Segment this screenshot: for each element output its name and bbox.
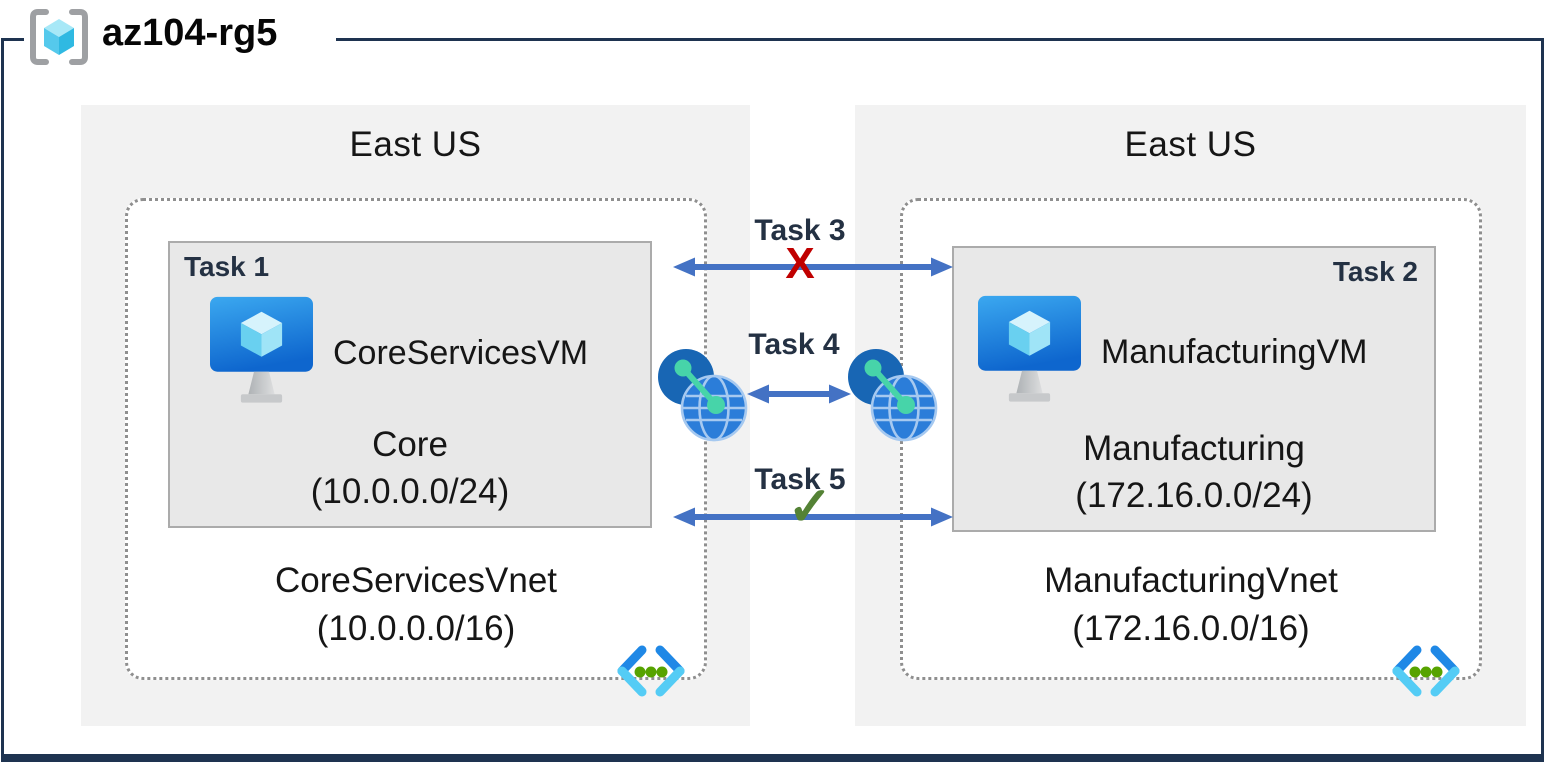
vm-row: CoreServicesVM [210, 295, 644, 411]
resource-group-border [1, 38, 1544, 762]
task1-label: Task 1 [184, 251, 270, 282]
region-east-us-left: East US Task 1 [81, 105, 750, 726]
subnet-name-block: Core (10.0.0.0/24) [170, 421, 650, 516]
vnet-label-block: CoreServicesVnet (10.0.0.0/16) [128, 557, 704, 654]
subnet-cidr: (10.0.0.0/24) [310, 472, 510, 512]
vnet-name: ManufacturingVnet [1044, 561, 1338, 600]
check-icon: ✓ [787, 477, 833, 537]
subnet-name: Manufacturing [1083, 428, 1305, 468]
vnet-cidr: (10.0.0.0/16) [316, 609, 516, 649]
resource-group-icon [30, 9, 88, 65]
resource-group-title: az104-rg5 [102, 12, 278, 54]
task2-label: Task 2 [1332, 256, 1418, 287]
subnet-name-block: Manufacturing (172.16.0.0/24) [954, 425, 1434, 520]
vm-name: ManufacturingVM [1101, 332, 1368, 371]
header-mask [24, 20, 336, 60]
task5-label: Task 5 [754, 463, 846, 496]
virtual-network-icon [1392, 645, 1460, 697]
virtual-machine-icon [978, 295, 1081, 402]
vnet-label-block: ManufacturingVnet (172.16.0.0/16) [903, 557, 1479, 654]
vnet-name: CoreServicesVnet [274, 561, 558, 600]
subnet-core: Task 1 [168, 241, 652, 528]
blocked-x-icon: X [785, 239, 815, 288]
vnet-manufacturing: Task 2 [900, 198, 1482, 697]
subnet-name: Core [372, 424, 448, 464]
task3-label: Task 3 [754, 214, 846, 247]
region-title: East US [1124, 125, 1257, 164]
virtual-machine-icon [210, 296, 313, 403]
network-peering-icon [848, 349, 938, 442]
vnet-coreservices: Task 1 [125, 198, 707, 697]
network-peering-icon [658, 349, 748, 442]
virtual-network-icon [617, 645, 685, 697]
vm-row: ManufacturingVM [978, 294, 1428, 410]
subnet-cidr: (172.16.0.0/24) [1075, 476, 1313, 516]
vnet-cidr: (172.16.0.0/16) [1072, 609, 1310, 649]
region-title: East US [349, 125, 482, 164]
subnet-manufacturing: Task 2 [952, 246, 1436, 532]
region-east-us-right: East US Task 2 [855, 105, 1526, 726]
task4-label: Task 4 [748, 328, 840, 361]
vm-name: CoreServicesVM [333, 333, 589, 372]
